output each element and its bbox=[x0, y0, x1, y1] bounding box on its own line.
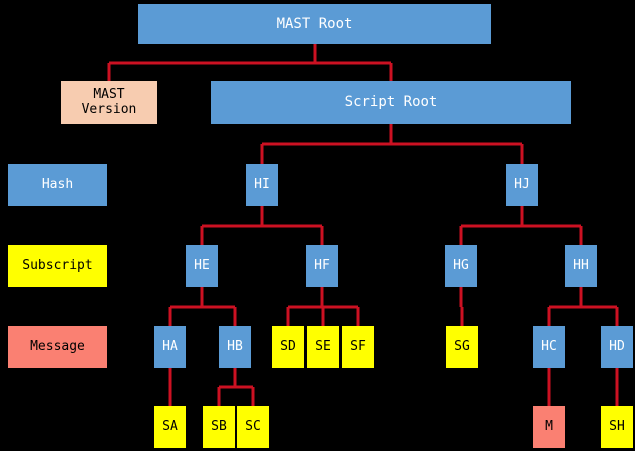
tree-node-script_root[interactable]: Script Root bbox=[211, 81, 571, 124]
tree-node-mast_root[interactable]: MAST Root bbox=[138, 4, 491, 44]
tree-node-ha[interactable]: HA bbox=[154, 326, 186, 368]
tree-node-hh[interactable]: HH bbox=[565, 245, 597, 287]
tree-node-hj[interactable]: HJ bbox=[506, 164, 538, 206]
tree-node-mast_version[interactable]: MAST Version bbox=[61, 81, 157, 124]
tree-node-hd[interactable]: HD bbox=[601, 326, 633, 368]
tree-node-hf[interactable]: HF bbox=[306, 245, 338, 287]
tree-node-sh[interactable]: SH bbox=[601, 406, 633, 448]
legend-item-message[interactable]: Message bbox=[8, 326, 107, 368]
tree-node-sd[interactable]: SD bbox=[272, 326, 304, 368]
tree-node-hb[interactable]: HB bbox=[219, 326, 251, 368]
tree-node-sb[interactable]: SB bbox=[203, 406, 235, 448]
tree-node-sf[interactable]: SF bbox=[342, 326, 374, 368]
tree-node-sc[interactable]: SC bbox=[237, 406, 269, 448]
tree-node-se[interactable]: SE bbox=[307, 326, 339, 368]
tree-node-hg[interactable]: HG bbox=[445, 245, 477, 287]
legend-item-hash[interactable]: Hash bbox=[8, 164, 107, 206]
tree-node-hc[interactable]: HC bbox=[533, 326, 565, 368]
tree-node-he[interactable]: HE bbox=[186, 245, 218, 287]
tree-node-hi[interactable]: HI bbox=[246, 164, 278, 206]
legend-item-subscript[interactable]: Subscript bbox=[8, 245, 107, 287]
tree-node-sg[interactable]: SG bbox=[446, 326, 478, 368]
tree-node-m[interactable]: M bbox=[533, 406, 565, 448]
tree-node-sa[interactable]: SA bbox=[154, 406, 186, 448]
